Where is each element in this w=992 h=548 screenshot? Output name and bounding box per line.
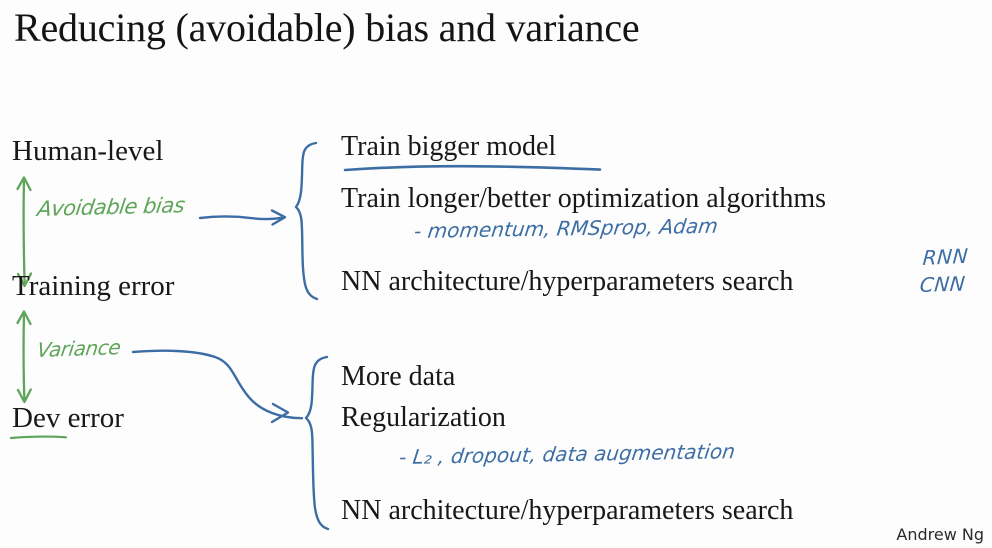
footer-author: Andrew Ng xyxy=(896,525,984,544)
slide-title: Reducing (avoidable) bias and variance xyxy=(14,5,640,50)
level-human-level: Human-level xyxy=(12,135,164,167)
handwritten-variance: Variance xyxy=(35,335,122,362)
level-training-error: Training error xyxy=(12,270,175,302)
bullet-nn-architecture-search-bias: NN architecture/hyperparameters search xyxy=(341,266,794,297)
bias-connector-arrow xyxy=(198,209,287,226)
dev-underline xyxy=(9,435,68,440)
handwritten-avoidable-bias: Avoidable bias xyxy=(35,193,187,221)
handwritten-cnn-note: CNN xyxy=(918,271,967,297)
handwritten-rnn-note: RNN xyxy=(921,243,970,270)
train-bigger-model-underline xyxy=(343,164,602,172)
variance-connector-arrow xyxy=(131,349,304,424)
bullet-nn-architecture-search-variance: NN architecture/hyperparameters search xyxy=(341,495,794,526)
bias-brace xyxy=(294,141,319,301)
bullet-more-data: More data xyxy=(341,361,456,392)
bullet-regularization: Regularization xyxy=(341,402,506,433)
handwritten-optimizers-note: - momentum, RMSprop, Adam xyxy=(412,213,720,243)
level-dev-error: Dev error xyxy=(12,402,124,434)
bullet-train-bigger-model: Train bigger model xyxy=(341,131,557,162)
handwritten-regularization-note: - L₂ , dropout, data augmentation xyxy=(397,439,737,469)
variance-arrow xyxy=(16,310,32,404)
bullet-train-longer-optimization: Train longer/better optimization algorit… xyxy=(341,183,826,214)
variance-brace xyxy=(304,355,330,531)
